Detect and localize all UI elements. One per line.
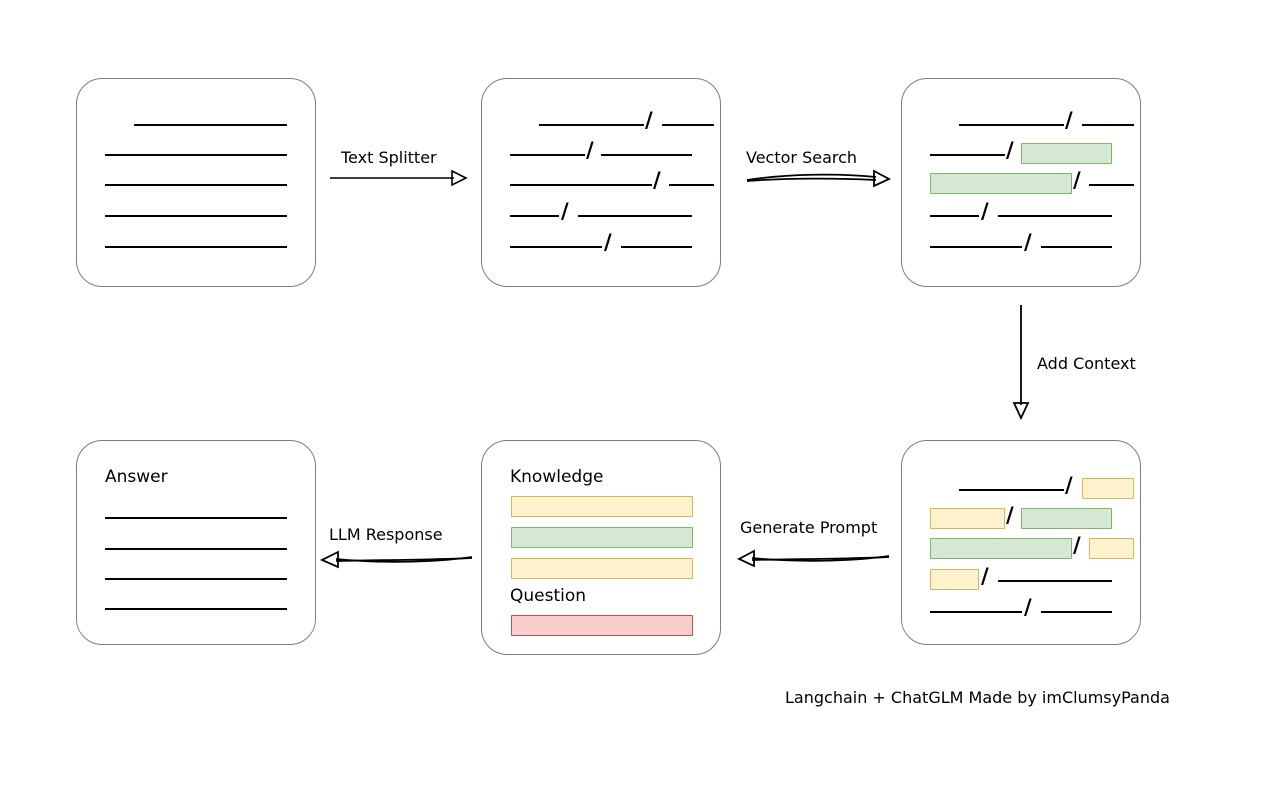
chunk-highlight-green: [1021, 143, 1112, 164]
doc-line: [134, 124, 287, 126]
chunk-highlight-yellow: [1082, 478, 1134, 499]
chunk-line: [578, 215, 692, 217]
prompt-knowledge-heading: Knowledge: [510, 467, 604, 487]
chunk-line: [510, 154, 585, 156]
chunk-separator: /: [604, 230, 612, 254]
chunk-line: [1041, 611, 1112, 613]
chunk-highlight-yellow: [1089, 538, 1134, 559]
edge-arrow-generate-prompt: [736, 549, 890, 568]
chunk-line: [1089, 184, 1134, 186]
context-chunks-lines: / / / / /: [902, 441, 1140, 644]
chunk-separator: /: [653, 168, 661, 192]
chunk-separator: /: [561, 199, 569, 223]
chunk-highlight-yellow: [930, 569, 979, 590]
chunk-line: [998, 580, 1112, 582]
source-document-lines: [77, 79, 315, 286]
doc-line: [105, 246, 287, 248]
edge-label-add-context: Add Context: [1037, 354, 1136, 373]
chunk-highlight-green: [930, 538, 1072, 559]
chunk-line: [662, 124, 714, 126]
doc-line: [105, 517, 287, 519]
chunk-separator: /: [1024, 595, 1032, 619]
chunk-separator: /: [1073, 533, 1081, 557]
chunk-line: [930, 611, 1022, 613]
chunk-line: [539, 124, 644, 126]
chunk-separator: /: [1006, 138, 1014, 162]
edge-arrow-text-splitter: [330, 169, 468, 187]
chunk-separator: /: [981, 564, 989, 588]
prompt-knowledge-bar: [511, 527, 693, 548]
edge-arrow-vector-search: [746, 169, 892, 188]
chunk-separator: /: [1073, 168, 1081, 192]
doc-line: [105, 548, 287, 550]
chunk-line: [998, 215, 1112, 217]
chunk-line: [930, 215, 979, 217]
chunk-line: [601, 154, 692, 156]
chunk-line: [930, 154, 1005, 156]
split-chunks-lines: / / / / /: [482, 79, 720, 286]
edge-label-vector-search: Vector Search: [746, 148, 858, 167]
doc-line: [105, 154, 287, 156]
chunk-separator: /: [981, 199, 989, 223]
prompt-knowledge-bar: [511, 558, 693, 579]
answer-lines: [77, 441, 315, 644]
chunk-separator: /: [1006, 503, 1014, 527]
doc-line: [105, 608, 287, 610]
chunk-line: [1082, 124, 1134, 126]
edge-label-text-splitter: Text Splitter: [341, 148, 437, 167]
edge-label-generate-prompt: Generate Prompt: [740, 518, 878, 537]
chunk-line: [510, 184, 652, 186]
node-matched-chunks[interactable]: / / / / /: [901, 78, 1141, 287]
chunk-separator: /: [1065, 473, 1073, 497]
prompt-question-heading: Question: [510, 586, 587, 606]
chunk-line: [1041, 246, 1112, 248]
doc-line: [105, 184, 287, 186]
edge-arrow-add-context: [1012, 305, 1030, 421]
chunk-line: [669, 184, 714, 186]
footer-credit: Langchain + ChatGLM Made by imClumsyPand…: [785, 688, 1170, 707]
edge-arrow-llm-response: [319, 550, 473, 569]
chunk-line: [510, 215, 559, 217]
node-context-chunks[interactable]: / / / / /: [901, 440, 1141, 645]
prompt-question-bar: [511, 615, 693, 636]
doc-line: [105, 215, 287, 217]
chunk-highlight-green: [1021, 508, 1112, 529]
chunk-line: [959, 489, 1064, 491]
chunk-separator: /: [586, 138, 594, 162]
chunk-highlight-green: [930, 173, 1072, 194]
chunk-line: [930, 246, 1022, 248]
chunk-line: [959, 124, 1064, 126]
node-split-chunks[interactable]: / / / / /: [481, 78, 721, 287]
chunk-separator: /: [645, 108, 653, 132]
answer-heading: Answer: [105, 467, 168, 487]
edge-label-llm-response: LLM Response: [329, 525, 443, 544]
chunk-highlight-yellow: [930, 508, 1005, 529]
chunk-line: [510, 246, 602, 248]
node-prompt[interactable]: Knowledge Question: [481, 440, 721, 655]
prompt-knowledge-bar: [511, 496, 693, 517]
matched-chunks-lines: / / / / /: [902, 79, 1140, 286]
node-answer[interactable]: Answer: [76, 440, 316, 645]
chunk-line: [621, 246, 692, 248]
chunk-separator: /: [1024, 230, 1032, 254]
chunk-separator: /: [1065, 108, 1073, 132]
node-source-document[interactable]: [76, 78, 316, 287]
doc-line: [105, 578, 287, 580]
